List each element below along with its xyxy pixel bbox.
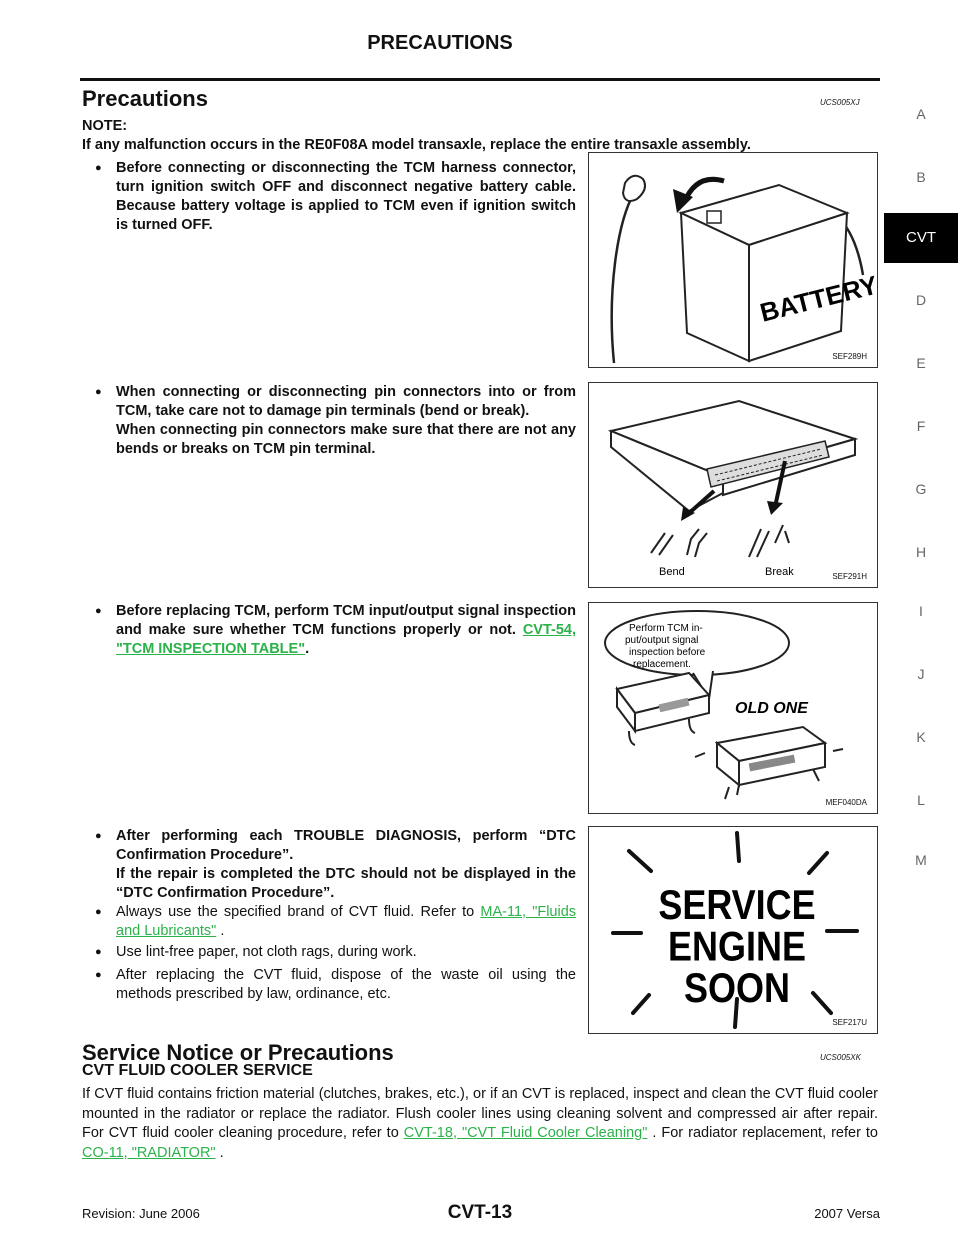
figure-code: SEF291H — [832, 572, 867, 581]
bullet-marker: ● — [95, 946, 102, 958]
bullet-waste-oil-text: After replacing the CVT fluid, dispose o… — [116, 967, 576, 1002]
service-text: SERVICE — [658, 883, 815, 929]
bullet-battery: ● Before connecting or disconnecting the… — [95, 159, 576, 235]
cvt-fluid-cooler-cleaning-link[interactable]: CVT-18, "CVT Fluid Cooler Cleaning" — [403, 1125, 648, 1141]
engine-text: ENGINE — [668, 924, 806, 970]
header-rule — [80, 78, 880, 81]
bullet-trouble-diagnosis-text-a: After performing each TROUBLE DIAGNOSIS,… — [116, 828, 576, 863]
bullet-replacing-tcm-text: Before replacing TCM, perform TCM input/… — [116, 603, 576, 638]
bullet-pin-connectors-text-a: When connecting or disconnecting pin con… — [116, 384, 576, 419]
bullet-cvt-fluid-brand-text: Always use the specified brand of CVT fl… — [116, 904, 475, 920]
index-tab-cvt-active[interactable]: CVT — [884, 213, 958, 263]
index-tab-e[interactable]: E — [916, 355, 926, 371]
bend-label: Bend — [659, 566, 685, 578]
index-tab-g[interactable]: G — [915, 481, 927, 497]
tcm-inspection-table-link[interactable]: CVT-54, "TCM INSPECTION TABLE" — [116, 622, 576, 657]
footer-model: 2007 Versa — [814, 1206, 880, 1221]
index-tab-b[interactable]: B — [916, 169, 926, 185]
soon-text: SOON — [684, 966, 790, 1012]
figure-old-tcm: Perform TCM in- put/output signal inspec… — [588, 602, 878, 814]
paragraph-text-c: . — [219, 1144, 224, 1161]
index-tab-l[interactable]: L — [917, 792, 925, 808]
bullet-marker: ● — [95, 386, 102, 398]
section-title-precautions: Precautions — [82, 86, 208, 111]
break-label: Break — [765, 566, 794, 578]
footer-page-number: CVT-13 — [447, 1202, 513, 1223]
index-tab-a[interactable]: A — [916, 106, 926, 122]
figure-tcm-pins: Bend Break SEF291H — [588, 382, 878, 588]
figure-battery: BATTERY SEF289H — [588, 152, 881, 368]
bullet-marker: ● — [95, 969, 102, 981]
note-label: NOTE: — [82, 118, 128, 134]
old-tcm-illustration: Perform TCM in- put/output signal inspec… — [604, 610, 844, 800]
footer-revision: Revision: June 2006 — [82, 1206, 200, 1221]
section-code: UCS005XJ — [820, 98, 860, 107]
index-tab-f[interactable]: F — [916, 418, 926, 434]
old-one-text: OLD ONE — [735, 700, 809, 717]
index-tab-j[interactable]: J — [917, 666, 925, 682]
bullet-pin-connectors: ● When connecting or disconnecting pin c… — [95, 383, 576, 459]
page-header-title: PRECAUTIONS — [367, 32, 513, 54]
figure-code: SEF217U — [832, 1018, 867, 1027]
figure-code: SEF289H — [832, 352, 867, 361]
bullet-lint-free: ● Use lint-free paper, not cloth rags, d… — [95, 943, 576, 962]
index-tab-h[interactable]: H — [915, 544, 927, 560]
paragraph-text-b: . For radiator replacement, refer to — [652, 1125, 878, 1141]
battery-illustration: BATTERY — [610, 174, 881, 364]
bullet-marker: ● — [95, 162, 102, 174]
fluids-lubricants-link[interactable]: MA-11, "Fluids and Lubricants" — [116, 904, 577, 939]
index-tab-m[interactable]: M — [915, 852, 927, 868]
index-tab-i[interactable]: I — [919, 603, 923, 619]
bullet-trouble-diagnosis: ● After performing each TROUBLE DIAGNOSI… — [95, 827, 576, 903]
paragraph-text-a: If CVT fluid contains friction material … — [82, 1086, 878, 1141]
bullet-waste-oil: ● After replacing the CVT fluid, dispose… — [95, 966, 576, 1004]
bullet-marker: ● — [95, 830, 102, 842]
radiator-link[interactable]: CO-11, "RADIATOR" — [82, 1144, 216, 1161]
service-engine-soon-illustration: SERVICE ENGINE SOON — [611, 831, 859, 1029]
figure-code: MEF040DA — [825, 798, 867, 807]
bullet-battery-text: Before connecting or disconnecting the T… — [116, 160, 576, 233]
bullet-cvt-fluid-brand-end: . — [220, 923, 225, 939]
bullet-pin-connectors-text-b: When connecting pin connectors make sure… — [116, 422, 576, 457]
bullet-cvt-fluid-brand: ● Always use the specified brand of CVT … — [95, 903, 577, 941]
subsection-title-cvt-fluid-cooler: CVT FLUID COOLER SERVICE — [82, 1062, 313, 1079]
section-code: UCS005XK — [820, 1053, 861, 1062]
bullet-marker: ● — [95, 605, 102, 617]
bullet-trouble-diagnosis-text-b: If the repair is completed the DTC shoul… — [116, 866, 576, 901]
tcm-illustration: Bend Break — [607, 399, 859, 578]
bullet-marker: ● — [95, 906, 102, 918]
speech-bubble-text: Perform TCM in- put/output signal inspec… — [625, 623, 708, 670]
figure-service-engine-soon: SERVICE ENGINE SOON SEF217U — [588, 826, 878, 1034]
index-tab-k[interactable]: K — [916, 729, 926, 745]
note-text: If any malfunction occurs in the RE0F08A… — [82, 137, 751, 153]
section-title-service-notice: Service Notice or Precautions — [82, 1040, 394, 1065]
index-tab-d[interactable]: D — [915, 292, 927, 308]
bullet-lint-free-text: Use lint-free paper, not cloth rags, dur… — [116, 944, 417, 960]
cvt-fluid-cooler-paragraph: If CVT fluid contains friction material … — [82, 1085, 878, 1163]
bullet-replacing-tcm: ● Before replacing TCM, perform TCM inpu… — [95, 603, 576, 657]
